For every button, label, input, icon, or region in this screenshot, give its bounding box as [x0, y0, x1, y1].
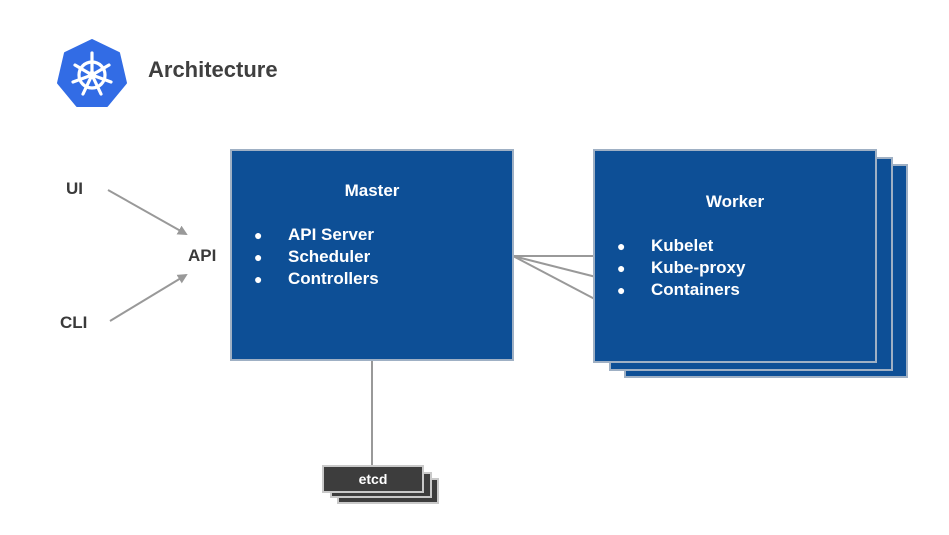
- bullet-icon: ●: [254, 249, 263, 265]
- worker-item: ●Containers: [617, 280, 740, 299]
- cli-to-api-arrow: [109, 273, 188, 322]
- etcd-label: etcd: [358, 471, 388, 487]
- master-worker-link-3: [512, 255, 609, 307]
- ui-label: UI: [66, 179, 83, 198]
- page-title: Architecture: [148, 57, 278, 82]
- master-component-list: ●API Server ●Scheduler ●Controllers: [254, 224, 379, 290]
- worker-item: ●Kube-proxy: [617, 258, 746, 277]
- master-item: ●API Server: [254, 225, 374, 244]
- etcd-box: etcd: [322, 465, 424, 493]
- master-title: Master: [344, 181, 400, 200]
- bullet-icon: ●: [617, 260, 626, 276]
- api-label: API: [188, 246, 217, 265]
- worker-box: Worker ●Kubelet ●Kube-proxy ●Containers: [593, 149, 877, 363]
- master-item: ●Controllers: [254, 269, 379, 288]
- bullet-icon: ●: [617, 282, 626, 298]
- worker-component-list: ●Kubelet ●Kube-proxy ●Containers: [617, 235, 745, 301]
- master-box: Master ●API Server ●Scheduler ●Controlle…: [230, 149, 514, 361]
- worker-title: Worker: [705, 192, 765, 211]
- master-item: ●Scheduler: [254, 247, 371, 266]
- bullet-icon: ●: [254, 227, 263, 243]
- kubernetes-logo-icon: [57, 39, 127, 107]
- cli-label: CLI: [60, 313, 88, 332]
- master-worker-link-2: [512, 255, 609, 281]
- worker-item: ●Kubelet: [617, 236, 714, 255]
- ui-to-api-arrow: [107, 189, 188, 235]
- bullet-icon: ●: [254, 271, 263, 287]
- bullet-icon: ●: [617, 238, 626, 254]
